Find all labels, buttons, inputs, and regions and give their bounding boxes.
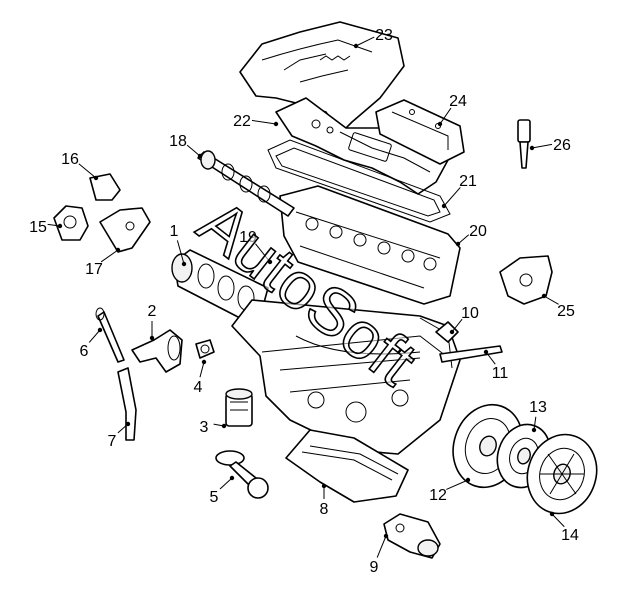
leader-dot-6	[97, 327, 103, 333]
callout-1: 1	[170, 223, 179, 240]
leader-line-18	[186, 144, 201, 157]
callout-9: 9	[370, 559, 379, 576]
leader-dot-8	[321, 483, 327, 489]
leader-line-17	[100, 249, 119, 263]
callout-11: 11	[492, 365, 509, 382]
callout-22: 22	[233, 113, 251, 130]
leader-line-24	[439, 107, 452, 125]
leader-line-25	[543, 295, 559, 305]
callout-25: 25	[557, 303, 575, 320]
leader-dot-9	[383, 533, 389, 539]
callout-8: 8	[320, 501, 329, 518]
leader-line-1	[176, 240, 185, 265]
leader-dot-25	[541, 293, 547, 299]
leader-line-11	[485, 351, 496, 365]
part-dipstick	[95, 307, 125, 363]
part-starter	[383, 513, 441, 559]
part-gasket	[267, 139, 451, 223]
callout-6: 6	[80, 343, 89, 360]
part-sensor	[435, 321, 459, 343]
part-crankshaft	[171, 249, 269, 319]
callout-7: 7	[108, 433, 117, 450]
callout-23: 23	[375, 27, 393, 44]
part-mount-bracket	[89, 173, 121, 201]
callout-14: 14	[561, 527, 579, 544]
leader-dot-4	[201, 359, 207, 365]
leader-line-5	[219, 477, 233, 490]
callout-12: 12	[429, 487, 447, 504]
callout-2: 2	[148, 303, 157, 320]
part-engine-mount	[53, 205, 89, 241]
leader-line-6	[88, 329, 101, 343]
leader-dot-18	[197, 153, 203, 159]
part-dipstick-tube	[117, 367, 137, 441]
leader-line-23	[355, 36, 375, 47]
callout-16: 16	[61, 151, 79, 168]
callout-20: 20	[469, 223, 487, 240]
leader-line-7	[117, 423, 129, 434]
leader-dot-16	[93, 175, 99, 181]
leader-dot-7	[125, 421, 131, 427]
part-ignition-coil	[517, 119, 531, 169]
callout-17: 17	[85, 261, 103, 278]
callout-5: 5	[210, 489, 219, 506]
leader-line-22	[251, 119, 277, 125]
leader-line-16	[78, 163, 97, 179]
part-thermostat-housing	[499, 255, 553, 305]
leader-dot-3	[221, 423, 227, 429]
leader-dot-24	[437, 121, 443, 127]
callout-4: 4	[194, 379, 203, 396]
leader-dot-22	[273, 121, 279, 127]
leader-dot-13	[531, 427, 537, 433]
leader-line-13	[533, 416, 537, 431]
leader-dot-20	[455, 241, 461, 247]
leader-line-4	[199, 361, 205, 378]
part-oil-strainer	[215, 450, 269, 499]
leader-dot-2	[149, 335, 155, 341]
part-water-outlet	[131, 329, 183, 373]
part-pressure-plate	[526, 433, 598, 515]
callout-18: 18	[169, 133, 187, 150]
leader-line-20	[457, 234, 470, 245]
callout-26: 26	[553, 137, 571, 154]
callout-19: 19	[239, 229, 257, 246]
part-cam-cover-plate	[375, 99, 465, 165]
leader-line-21	[443, 187, 461, 207]
leader-line-19	[255, 243, 271, 263]
leader-dot-17	[115, 247, 121, 253]
leader-dot-23	[353, 43, 359, 49]
leader-dot-19	[267, 259, 273, 265]
leader-dot-5	[229, 475, 235, 481]
part-plug	[195, 339, 215, 359]
leader-dot-21	[441, 203, 447, 209]
callout-13: 13	[529, 399, 547, 416]
part-bracket	[99, 207, 151, 253]
leader-line-10	[451, 318, 463, 333]
leader-dot-10	[449, 329, 455, 335]
callout-10: 10	[461, 305, 479, 322]
leader-dot-26	[529, 145, 535, 151]
part-engine-cover	[239, 21, 405, 135]
leader-line-26	[531, 143, 553, 149]
leader-dot-12	[465, 477, 471, 483]
leader-dot-1	[181, 261, 187, 267]
leader-dot-15	[57, 223, 63, 229]
callout-24: 24	[449, 93, 467, 110]
callout-15: 15	[29, 219, 47, 236]
part-cylinder-head	[279, 185, 461, 305]
callout-21: 21	[459, 173, 477, 190]
leader-line-12	[446, 479, 469, 490]
part-oil-filter	[225, 388, 253, 427]
callout-3: 3	[200, 419, 209, 436]
part-camshaft	[197, 150, 295, 217]
leader-line-14	[551, 513, 565, 528]
part-engine-block	[231, 299, 461, 455]
leader-dot-14	[549, 511, 555, 517]
leader-dot-11	[483, 349, 489, 355]
leader-line-9	[376, 535, 387, 558]
